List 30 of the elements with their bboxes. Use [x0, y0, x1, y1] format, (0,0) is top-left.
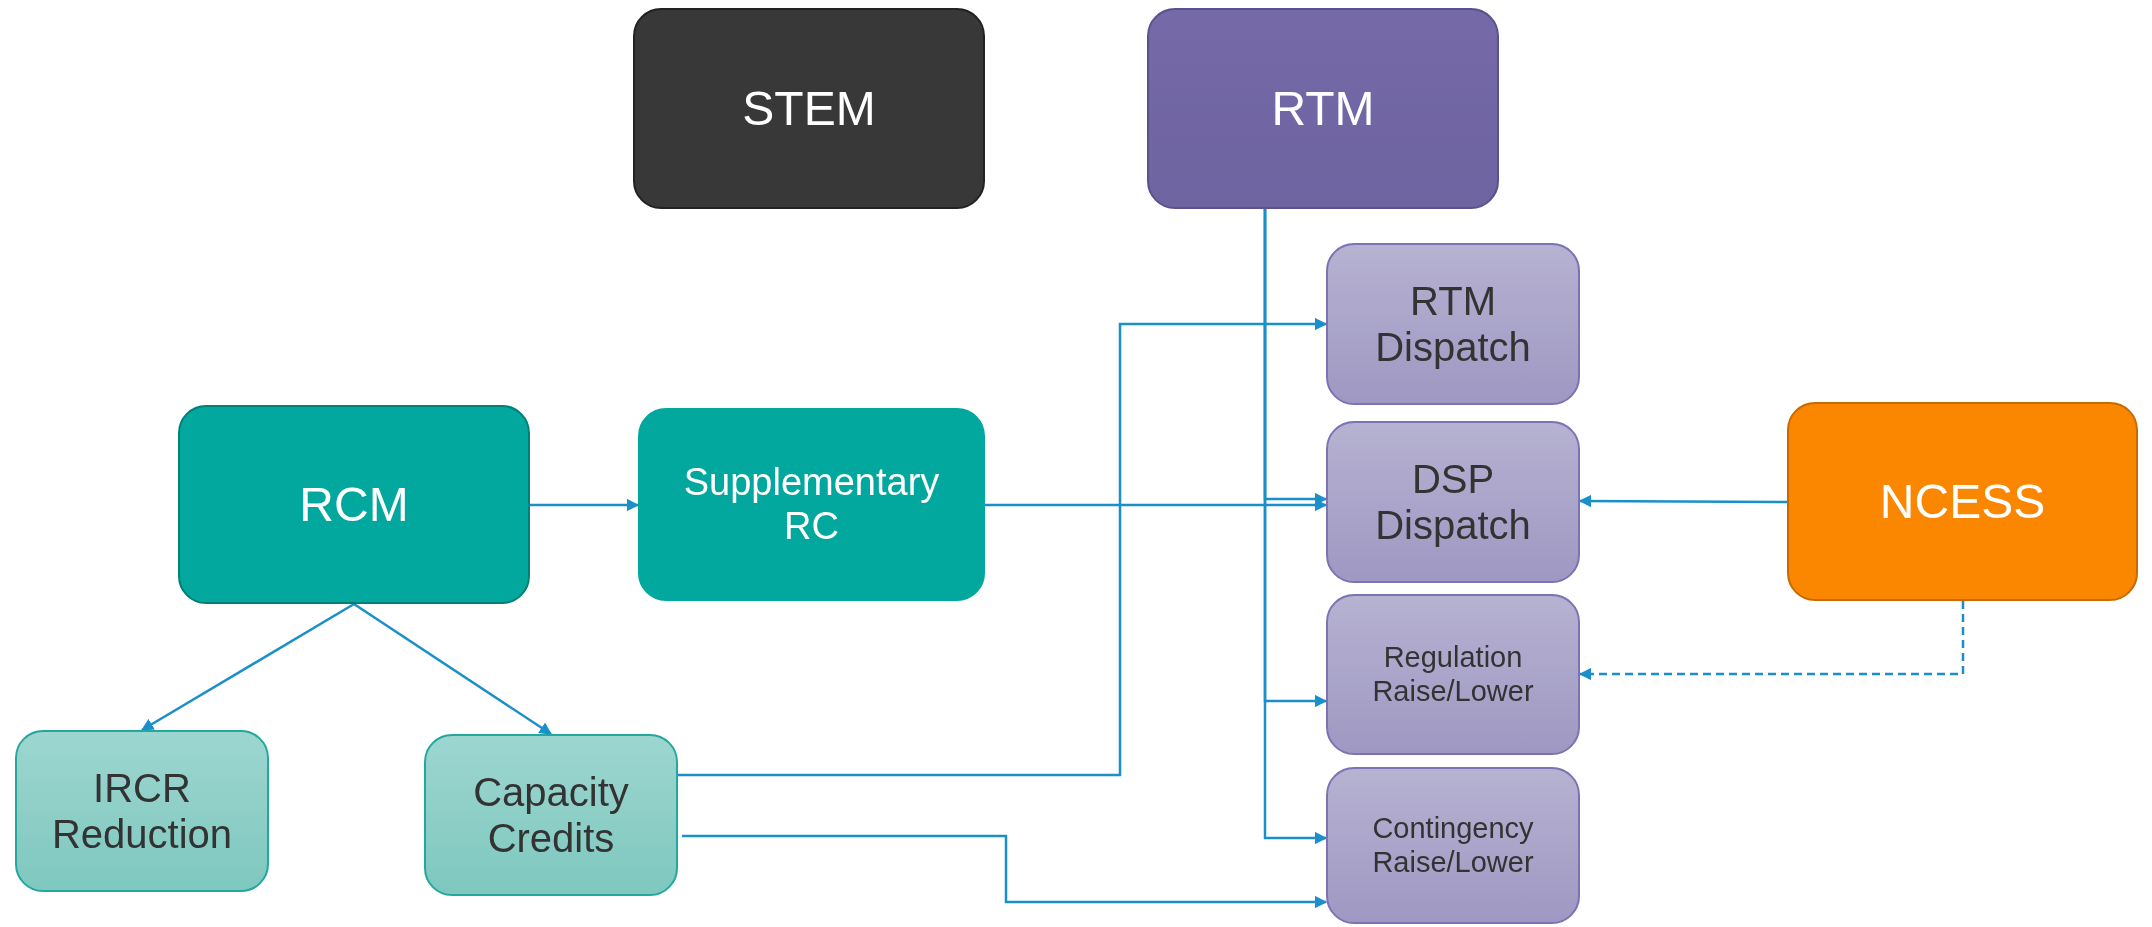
process-box [1326, 243, 1580, 405]
arrow [530, 498, 640, 512]
arrow [1578, 601, 1965, 681]
arrow [682, 834, 1328, 909]
node-label: Regulation Raise/Lower [1371, 641, 1535, 708]
node-label: Contingency Raise/Lower [1371, 812, 1535, 879]
process-box [1326, 421, 1580, 583]
process-box [178, 405, 530, 604]
process-box [633, 8, 985, 209]
process-box [1147, 8, 1499, 209]
process-box [15, 730, 269, 892]
node-label: Supplementary RC [682, 460, 941, 549]
node-label: DSP Dispatch [1374, 456, 1532, 548]
node-label: RTM Dispatch [1374, 278, 1532, 370]
node-label: IRCR Reduction [50, 765, 234, 857]
node-label: STEM [742, 80, 876, 137]
process-box [1326, 594, 1580, 755]
arrow [1263, 209, 1328, 845]
arrow [140, 602, 355, 732]
process-box [1787, 402, 2138, 601]
process-box [638, 408, 985, 601]
arrow [678, 317, 1328, 777]
process-box [1326, 767, 1580, 924]
node-label: Capacity Credits [472, 769, 630, 861]
arrow [353, 602, 553, 736]
node-label: RTM [1271, 80, 1375, 137]
process-box [424, 734, 678, 896]
node-label: NCESS [1879, 473, 2046, 530]
arrow [1578, 494, 1787, 508]
node-label: RCM [299, 476, 409, 533]
